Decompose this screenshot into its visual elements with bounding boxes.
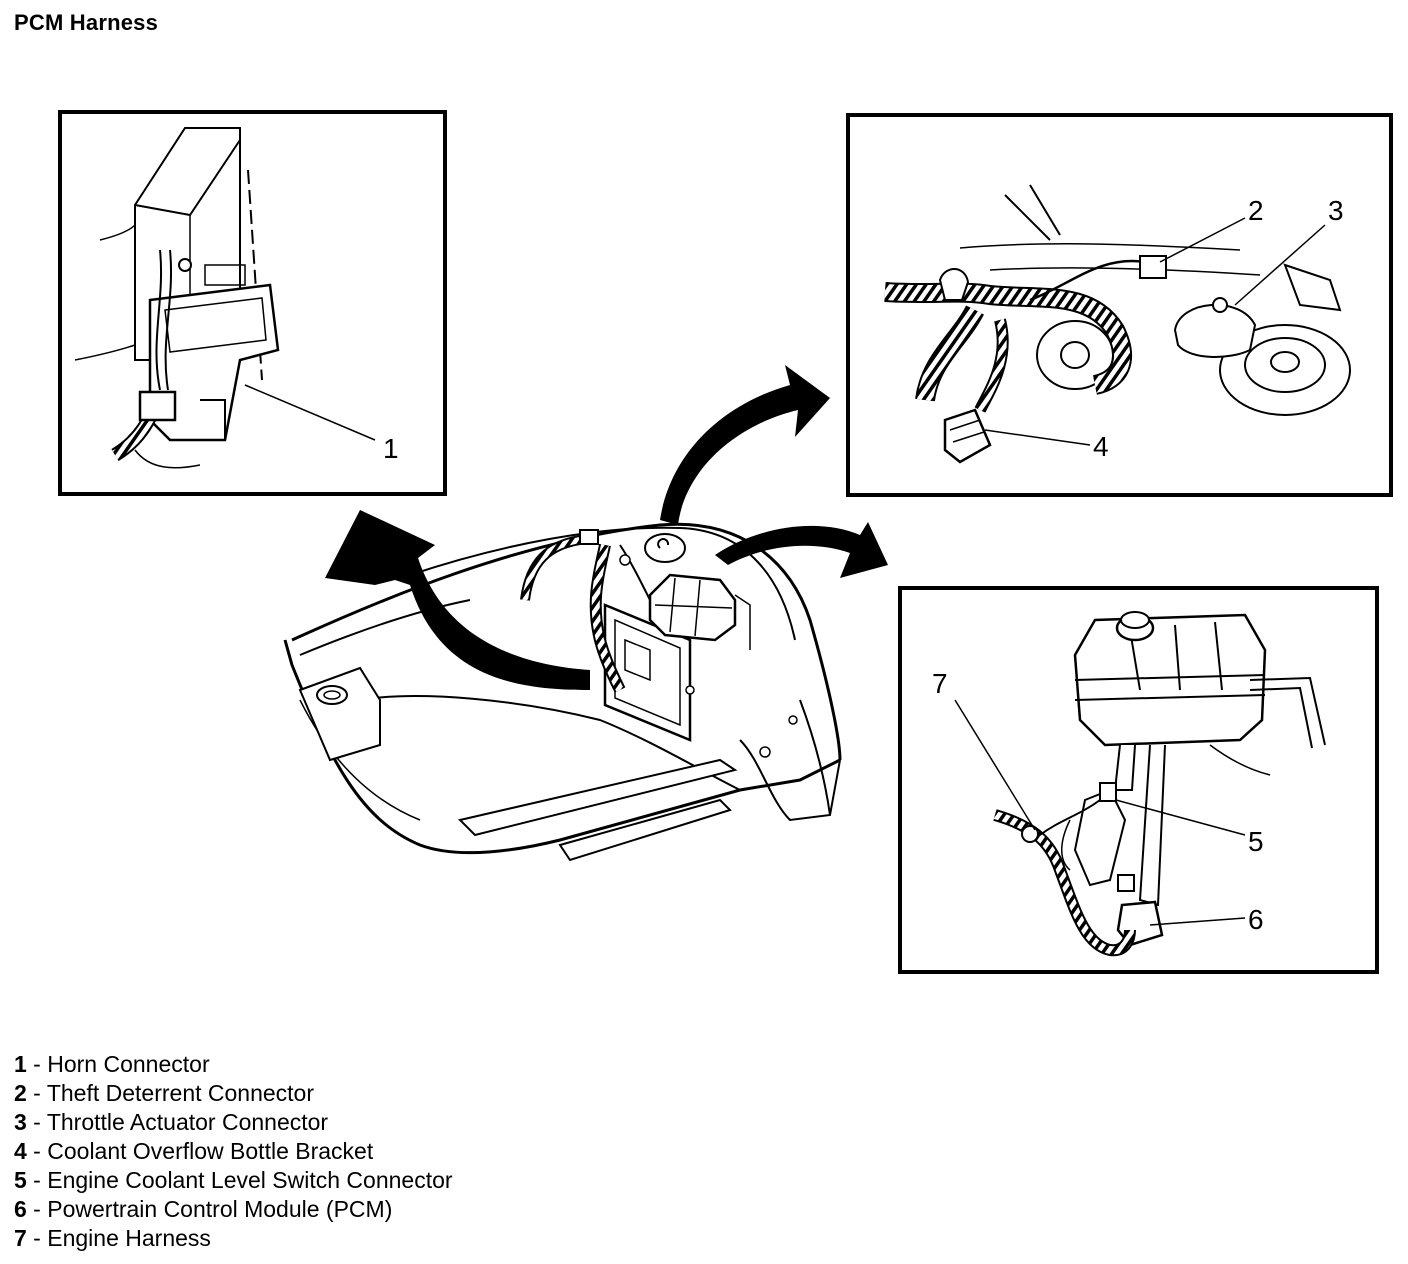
legend-item: 7 - Engine Harness <box>14 1225 211 1251</box>
legend: 1 - Horn Connector 2 - Theft Deterrent C… <box>14 1050 453 1253</box>
callout-5: 5 <box>1248 826 1264 857</box>
pcm-harness-diagram: 1 <box>58 110 1393 974</box>
callout-3: 3 <box>1328 195 1344 226</box>
legend-item: 4 - Coolant Overflow Bottle Bracket <box>14 1138 374 1164</box>
callout-2: 2 <box>1248 195 1264 226</box>
callout-7: 7 <box>932 668 948 699</box>
legend-item: 5 - Engine Coolant Level Switch Connecto… <box>14 1167 453 1193</box>
inset-panel-theft-throttle: 2 3 4 <box>846 113 1393 497</box>
callout-4: 4 <box>1093 431 1109 462</box>
arrow-to-inset-coolant <box>715 522 888 578</box>
legend-item: 2 - Theft Deterrent Connector <box>14 1080 315 1106</box>
page-title: PCM Harness <box>14 10 159 35</box>
callout-6: 6 <box>1248 904 1264 935</box>
arrow-to-inset-horn <box>325 510 590 690</box>
inset-panel-coolant-bottle: 7 5 6 <box>898 586 1379 974</box>
inset-panel-horn-connector: 1 <box>58 110 447 496</box>
arrow-to-inset-theft <box>660 365 830 525</box>
legend-item: 6 - Powertrain Control Module (PCM) <box>14 1196 393 1222</box>
legend-item: 3 - Throttle Actuator Connector <box>14 1109 329 1135</box>
callout-1: 1 <box>383 433 399 464</box>
legend-item: 1 - Horn Connector <box>14 1051 210 1077</box>
